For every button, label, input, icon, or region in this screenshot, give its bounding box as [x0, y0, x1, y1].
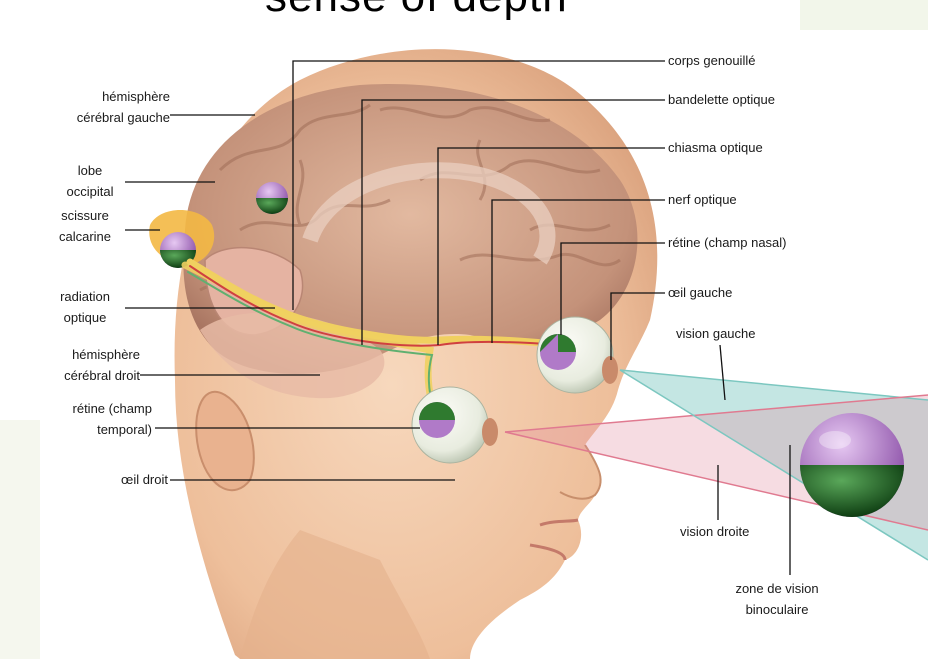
binocular-zone-label: zone de vision binoculaire: [722, 578, 832, 620]
cortex-sphere-upper: [256, 182, 288, 214]
background-patch: [0, 420, 40, 659]
occipital-lobe-label-line2: occipital: [55, 181, 125, 202]
calcarine-fissure-label-line1: scissure: [45, 205, 125, 226]
calcarine-fissure-label: scissure calcarine: [45, 205, 125, 247]
nasal-retina-label: rétine (champ nasal): [668, 232, 787, 253]
optic-nerve-label: nerf optique: [668, 189, 737, 210]
binocular-zone-label-line1: zone de vision: [722, 578, 832, 599]
right-eye-label: œil droit: [80, 469, 168, 490]
page-title: sense of depth: [265, 0, 568, 22]
right-hemisphere-label: hémisphère cérébral droit: [30, 344, 140, 386]
left-vision-label: vision gauche: [676, 323, 756, 344]
optic-radiation-label-line1: radiation: [45, 286, 125, 307]
binocular-zone-label-line2: binoculaire: [722, 599, 832, 620]
temporal-retina-label-line1: rétine (champ: [40, 398, 152, 419]
background-patch: [800, 0, 928, 30]
temporal-retina-label: rétine (champ temporal): [40, 398, 152, 440]
right-hemisphere-label-line1: hémisphère: [30, 344, 140, 365]
left-hemisphere-label-line1: hémisphère: [45, 86, 170, 107]
left-hemisphere-label: hémisphère cérébral gauche: [45, 86, 170, 128]
optic-tract-label: bandelette optique: [668, 89, 775, 110]
temporal-retina-label-line2: temporal): [40, 419, 152, 440]
lateral-geniculate-label: corps genouillé: [668, 50, 755, 71]
left-eye-label: œil gauche: [668, 282, 732, 303]
calcarine-fissure-label-line2: calcarine: [45, 226, 125, 247]
occipital-lobe-label-line1: lobe: [55, 160, 125, 181]
right-hemisphere-label-line2: cérébral droit: [30, 365, 140, 386]
optic-chiasm-label: chiasma optique: [668, 137, 763, 158]
occipital-lobe-label: lobe occipital: [55, 160, 125, 202]
optic-radiation-label: radiation optique: [45, 286, 125, 328]
binocular-object-sphere: [800, 413, 904, 517]
optic-radiation-label-line2: optique: [45, 307, 125, 328]
left-hemisphere-label-line2: cérébral gauche: [45, 107, 170, 128]
right-vision-label: vision droite: [680, 521, 749, 542]
